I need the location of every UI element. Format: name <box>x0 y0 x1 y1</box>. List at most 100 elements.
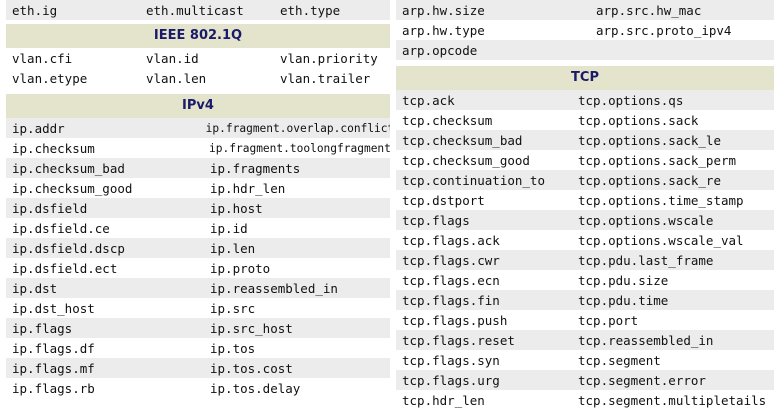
section-header-tcp: TCP <box>396 66 774 90</box>
field-name: ip.flags.mf <box>12 360 95 376</box>
field-name: tcp.options.sack_le <box>578 132 721 148</box>
field-name: ip.dst <box>12 280 58 296</box>
field-name: ip.tos.cost <box>210 360 293 376</box>
table-row: tcp.ack tcp.options.qs <box>396 90 774 110</box>
table-row: tcp.flags.push tcp.port <box>396 310 774 330</box>
field-name: tcp.dstport <box>402 192 485 208</box>
field-name: ip.addr <box>12 120 65 136</box>
field-name: tcp.checksum_good <box>402 152 530 168</box>
table-row: ip.addr ip.fragment.overlap.conflict <box>6 118 390 138</box>
table-row: tcp.flags.fin tcp.pdu.time <box>396 290 774 310</box>
field-name: ip.dsfield.ce <box>12 220 110 236</box>
field-name: eth.type <box>280 2 341 18</box>
table-row: tcp.checksum tcp.options.sack <box>396 110 774 130</box>
table-row: ip.checksum ip.fragment.toolongfragment <box>6 138 390 158</box>
table-row: tcp.checksum_bad tcp.options.sack_le <box>396 130 774 150</box>
field-name: tcp.checksum <box>402 112 493 128</box>
field-name: tcp.flags.cwr <box>402 252 500 268</box>
field-name: tcp.pdu.last_frame <box>578 252 714 268</box>
field-name: arp.hw.type <box>402 22 485 38</box>
field-name: tcp.options.sack_perm <box>578 152 737 168</box>
field-name: tcp.ack <box>402 92 455 108</box>
field-name: ip.id <box>210 220 248 236</box>
field-name: tcp.flags.fin <box>402 292 500 308</box>
field-name: ip.dsfield <box>12 200 88 216</box>
field-name: tcp.checksum_bad <box>402 132 523 148</box>
field-name: ip.checksum_good <box>12 180 133 196</box>
field-name: vlan.priority <box>280 50 378 66</box>
field-name: tcp.flags.urg <box>402 372 500 388</box>
field-name: arp.src.hw_mac <box>596 2 702 18</box>
ipv4-fields-table: ip.addr ip.fragment.overlap.conflict ip.c… <box>6 118 390 398</box>
section-header-ipv4: IPv4 <box>6 94 390 118</box>
table-row: arp.hw.type arp.src.proto_ipv4 <box>396 20 774 40</box>
field-name: tcp.continuation_to <box>402 172 545 188</box>
table-row: tcp.dstport tcp.options.time_stamp <box>396 190 774 210</box>
table-row: arp.hw.size arp.src.hw_mac <box>396 0 774 20</box>
field-name: ip.host <box>210 200 263 216</box>
field-name: tcp.segment <box>578 352 661 368</box>
table-row: ip.flags ip.src_host <box>6 318 390 338</box>
field-name: tcp.options.wscale <box>578 212 714 228</box>
field-name: ip.hdr_len <box>210 180 286 196</box>
field-name: ip.fragment.overlap.conflict <box>205 121 390 135</box>
field-name: ip.tos.delay <box>210 380 301 396</box>
field-name: ip.flags.rb <box>12 380 95 396</box>
left-column: eth.ig eth.multicast eth.type IEEE 802.1… <box>6 0 390 398</box>
eth-fields-table: eth.ig eth.multicast eth.type <box>6 0 390 20</box>
field-name: tcp.flags.push <box>402 312 508 328</box>
field-name: tcp.pdu.time <box>578 292 669 308</box>
field-name: ip.fragment.toolongfragment <box>209 141 390 155</box>
table-row: ip.flags.mf ip.tos.cost <box>6 358 390 378</box>
field-name: tcp.flags <box>402 212 470 228</box>
table-row: tcp.flags.ecn tcp.pdu.size <box>396 270 774 290</box>
table-row: ip.dsfield.ect ip.proto <box>6 258 390 278</box>
field-name: tcp.pdu.size <box>578 272 669 288</box>
table-row: ip.flags.rb ip.tos.delay <box>6 378 390 398</box>
table-row: ip.dst ip.reassembled_in <box>6 278 390 298</box>
field-name: tcp.options.sack <box>578 112 699 128</box>
tcp-fields-table: tcp.ack tcp.options.qs tcp.checksum tcp.op… <box>396 90 774 410</box>
field-name: ip.fragments <box>210 160 301 176</box>
section-header-vlan: IEEE 802.1Q <box>6 24 390 48</box>
field-name: tcp.port <box>578 312 639 328</box>
field-name: tcp.hdr_len <box>402 392 485 408</box>
field-name: arp.src.proto_ipv4 <box>596 22 732 38</box>
table-row: tcp.flags tcp.options.wscale <box>396 210 774 230</box>
table-row: ip.dsfield.ce ip.id <box>6 218 390 238</box>
field-name: tcp.flags.syn <box>402 352 500 368</box>
field-name: eth.multicast <box>146 2 244 18</box>
table-row: arp.opcode <box>396 40 774 60</box>
table-row: eth.ig eth.multicast eth.type <box>6 0 390 20</box>
field-name: ip.dsfield.ect <box>12 260 118 276</box>
field-name: tcp.flags.ack <box>402 232 500 248</box>
field-name: ip.src_host <box>210 320 293 336</box>
table-row: ip.dst_host ip.src <box>6 298 390 318</box>
field-name: eth.ig <box>12 2 58 18</box>
table-row: tcp.flags.syn tcp.segment <box>396 350 774 370</box>
field-name: tcp.options.time_stamp <box>578 192 744 208</box>
table-row: vlan.etype vlan.len vlan.trailer <box>6 68 390 88</box>
field-name: ip.checksum_bad <box>12 160 125 176</box>
field-name: vlan.etype <box>12 70 88 86</box>
field-name: ip.flags <box>12 320 73 336</box>
field-name: ip.reassembled_in <box>210 280 338 296</box>
field-name: tcp.options.qs <box>578 92 684 108</box>
field-name: vlan.trailer <box>280 70 371 86</box>
field-name: ip.dst_host <box>12 300 95 316</box>
field-name: tcp.flags.ecn <box>402 272 500 288</box>
field-name: ip.src <box>210 300 256 316</box>
field-name: ip.flags.df <box>12 340 95 356</box>
field-name: ip.checksum <box>12 140 95 156</box>
field-name: ip.dsfield.dscp <box>12 240 125 256</box>
table-row: ip.checksum_bad ip.fragments <box>6 158 390 178</box>
table-row: vlan.cfi vlan.id vlan.priority <box>6 48 390 68</box>
field-name: ip.proto <box>210 260 271 276</box>
field-name: arp.hw.size <box>402 2 485 18</box>
